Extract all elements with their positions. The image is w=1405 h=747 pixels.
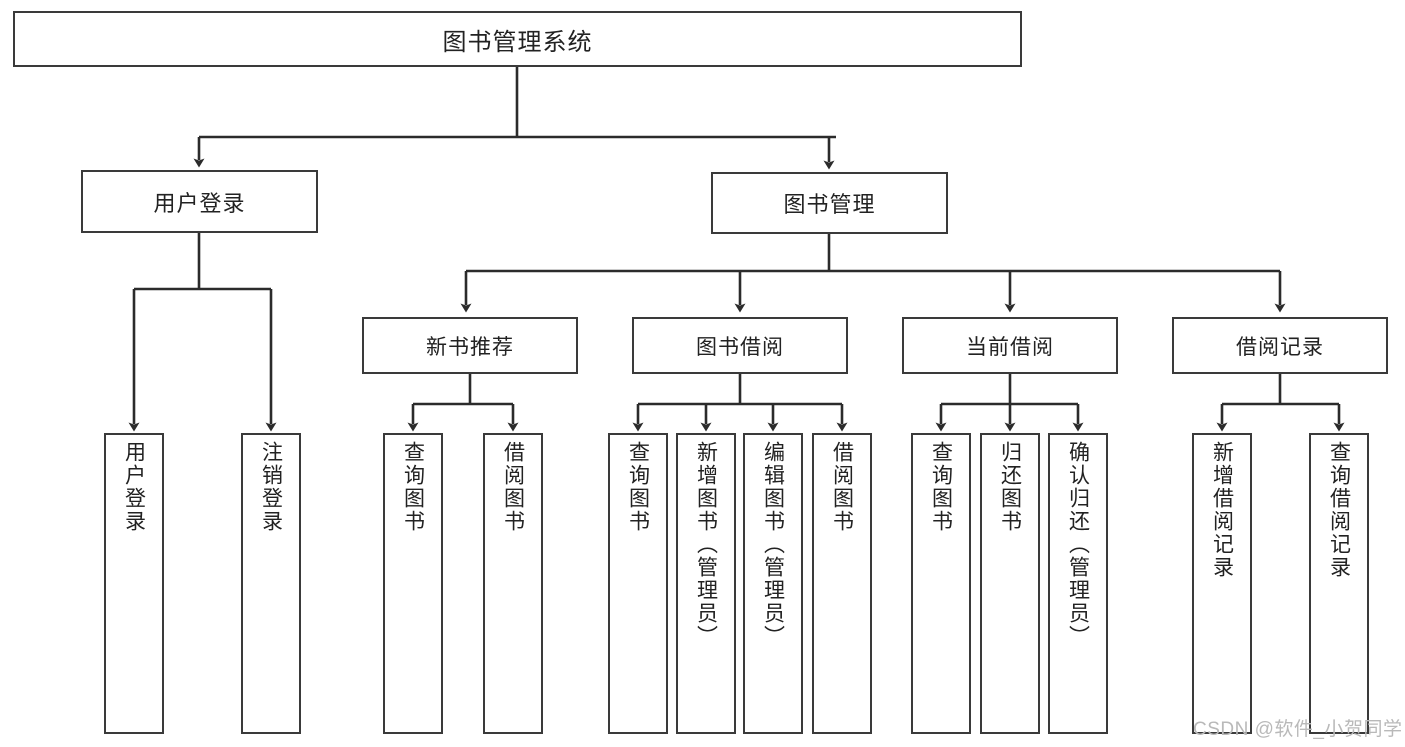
node-new-book-recommend[interactable]: 新书推荐	[362, 317, 578, 374]
node-book-borrow[interactable]: 图书借阅	[632, 317, 848, 374]
node-leaf-confirm-return-label: 确认归还（管理员）	[1066, 441, 1090, 648]
node-leaf-add-record-label: 新增借阅记录	[1210, 441, 1234, 579]
node-leaf-query-book-1[interactable]: 查询图书	[383, 433, 443, 734]
node-user-login-label: 用户登录	[153, 190, 246, 216]
node-book-management-label: 图书管理	[783, 192, 876, 217]
node-leaf-borrow-book-1[interactable]: 借阅图书	[483, 433, 543, 734]
node-leaf-edit-book[interactable]: 编辑图书（管理员）	[743, 433, 803, 734]
node-leaf-return-book[interactable]: 归还图书	[980, 433, 1040, 734]
node-leaf-query-book-1-label: 查询图书	[401, 441, 425, 533]
node-book-management[interactable]: 图书管理	[711, 172, 948, 234]
node-leaf-query-book-3[interactable]: 查询图书	[911, 433, 971, 734]
node-borrow-record[interactable]: 借阅记录	[1172, 317, 1388, 374]
node-current-borrow-label: 当前借阅	[966, 335, 1054, 359]
node-leaf-logout-login[interactable]: 注销登录	[241, 433, 301, 734]
node-leaf-borrow-book-1-label: 借阅图书	[501, 441, 525, 533]
node-leaf-return-book-label: 归还图书	[998, 441, 1022, 533]
node-leaf-query-book-3-label: 查询图书	[929, 441, 953, 533]
node-leaf-add-record[interactable]: 新增借阅记录	[1192, 433, 1252, 734]
node-root-label: 图书管理系统	[442, 28, 593, 56]
node-leaf-user-login[interactable]: 用户登录	[104, 433, 164, 734]
node-leaf-add-book-label: 新增图书（管理员）	[694, 441, 718, 648]
node-leaf-confirm-return[interactable]: 确认归还（管理员）	[1048, 433, 1108, 734]
node-leaf-query-record-label: 查询借阅记录	[1327, 441, 1351, 579]
node-leaf-query-book-2-label: 查询图书	[626, 441, 650, 533]
node-leaf-borrow-book-2[interactable]: 借阅图书	[812, 433, 872, 734]
node-leaf-borrow-book-2-label: 借阅图书	[830, 441, 854, 533]
node-leaf-logout-login-label: 注销登录	[259, 441, 283, 533]
node-leaf-query-book-2[interactable]: 查询图书	[608, 433, 668, 734]
watermark-text: CSDN @软件_小贺同学	[1193, 719, 1403, 740]
node-leaf-add-book[interactable]: 新增图书（管理员）	[676, 433, 736, 734]
node-book-borrow-label: 图书借阅	[696, 335, 784, 359]
node-leaf-user-login-label: 用户登录	[122, 441, 146, 533]
node-root[interactable]: 图书管理系统	[13, 11, 1022, 67]
node-leaf-edit-book-label: 编辑图书（管理员）	[761, 441, 785, 648]
node-borrow-record-label: 借阅记录	[1236, 335, 1324, 359]
node-current-borrow[interactable]: 当前借阅	[902, 317, 1118, 374]
node-user-login[interactable]: 用户登录	[81, 170, 318, 233]
node-leaf-query-record[interactable]: 查询借阅记录	[1309, 433, 1369, 734]
node-new-book-recommend-label: 新书推荐	[426, 335, 514, 359]
